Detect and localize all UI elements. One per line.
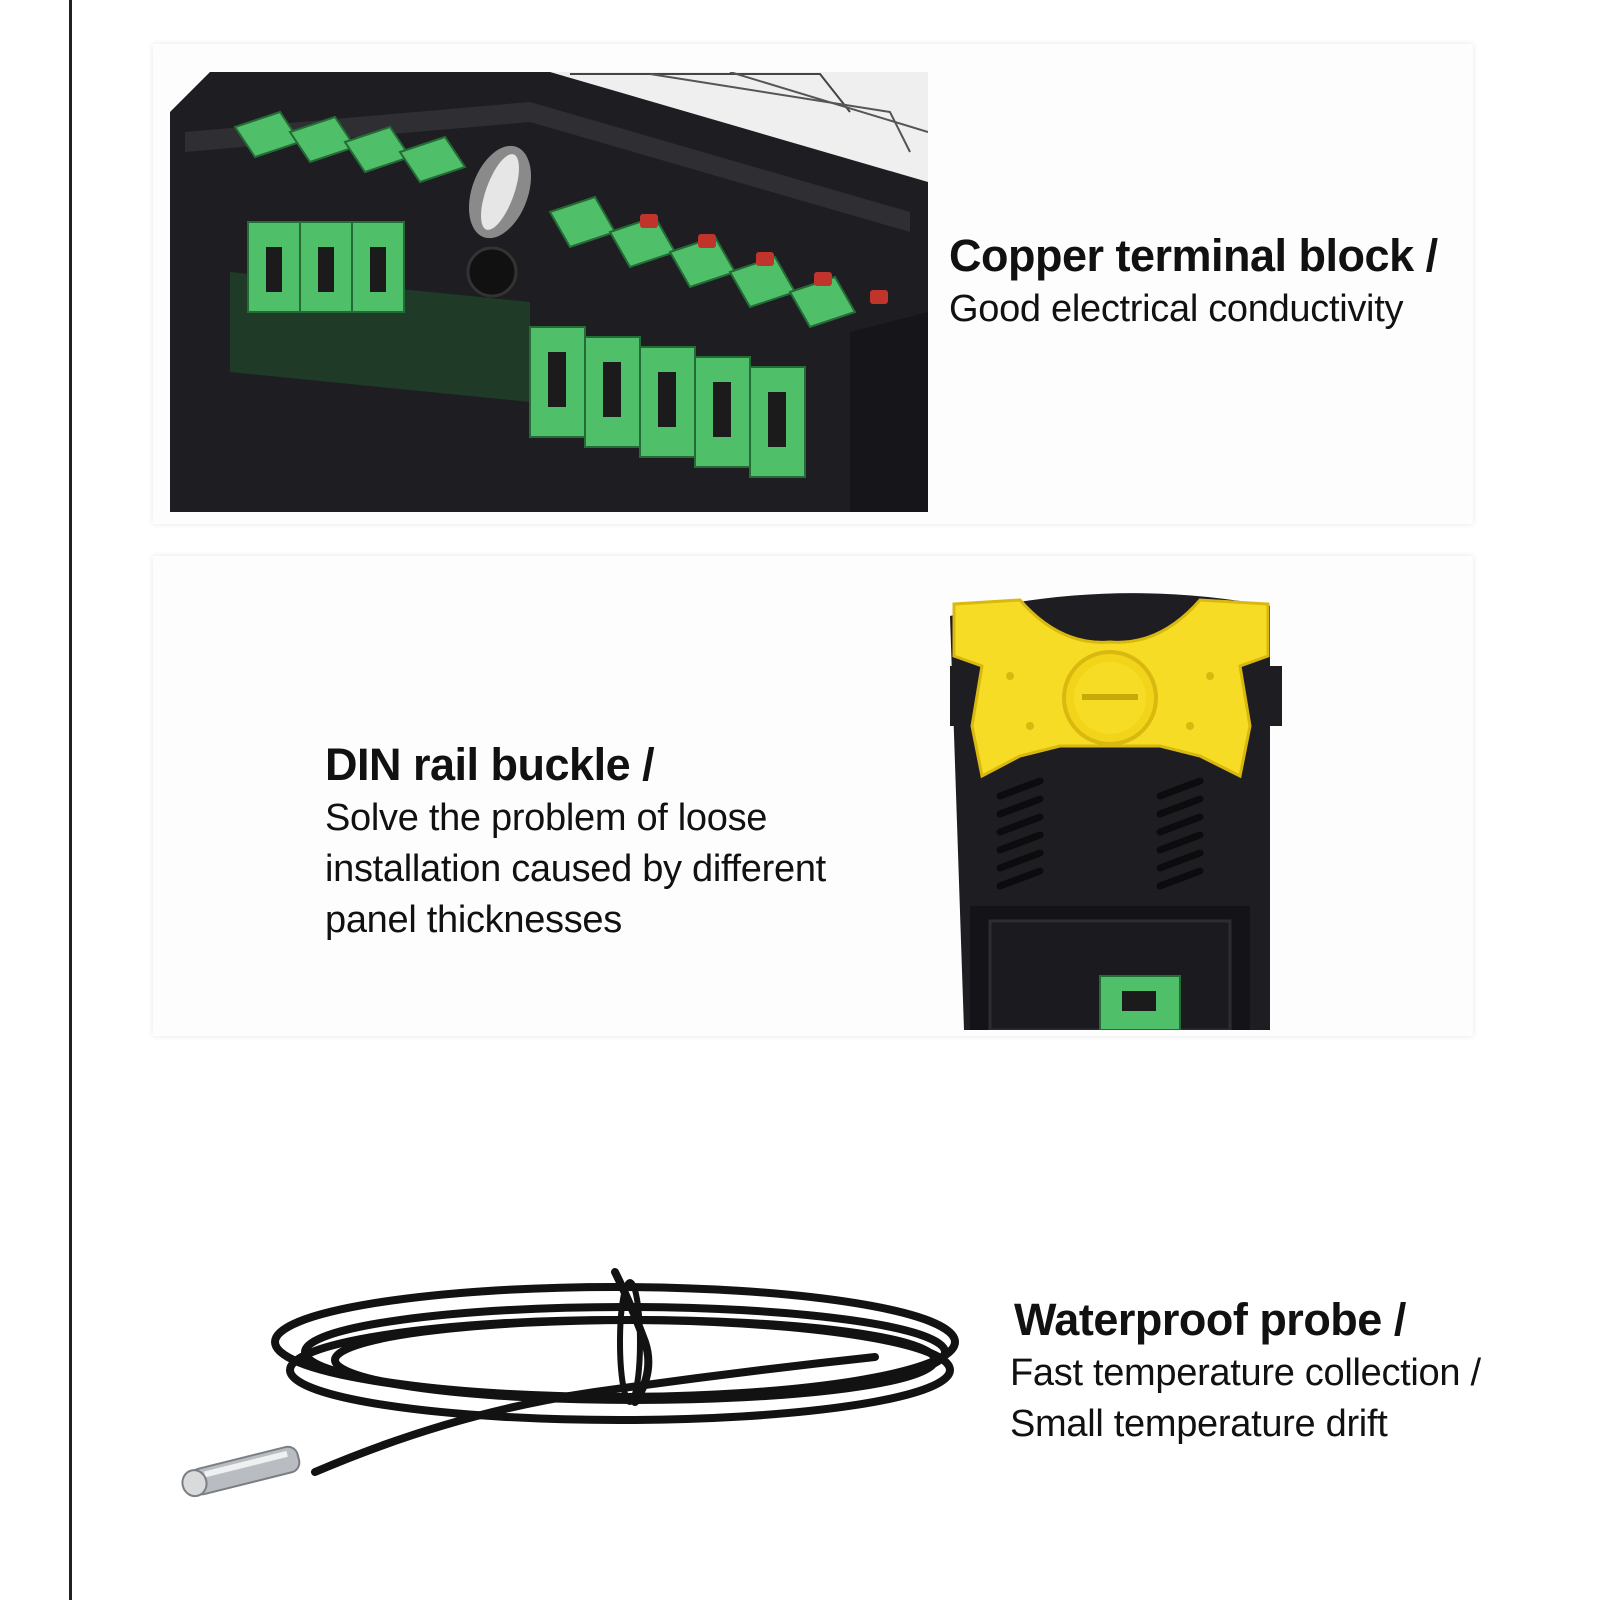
din-rail-buckle-photo — [950, 593, 1282, 1030]
feature-description: Fast temperature collection / Small temp… — [1010, 1352, 1481, 1445]
feature-caption-terminal: Copper terminal block / Good electrical … — [949, 228, 1509, 335]
feature-title: Waterproof probe / — [1014, 1294, 1406, 1345]
terminal-block-photo — [170, 72, 928, 512]
feature-description: Solve the problem of loose installation … — [325, 797, 826, 941]
waterproof-probe-photo — [181, 1268, 959, 1498]
feature-description: Good electrical conductivity — [949, 288, 1404, 330]
feature-caption-buckle: DIN rail buckle / Solve the problem of l… — [325, 737, 885, 946]
feature-caption-probe: Waterproof probe / Fast temperature coll… — [1010, 1292, 1510, 1450]
feature-title: Copper terminal block / — [949, 230, 1438, 281]
feature-title: DIN rail buckle / — [325, 739, 655, 790]
left-border-line — [69, 0, 72, 1600]
